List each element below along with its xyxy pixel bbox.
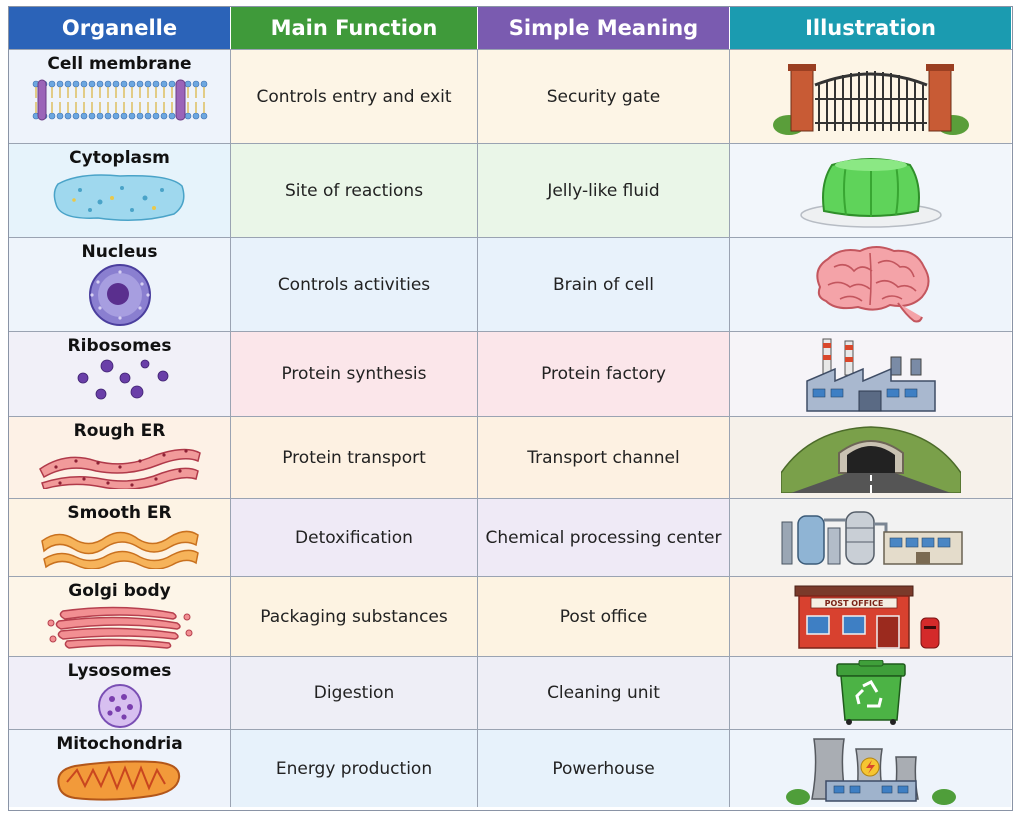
table-row: Cell membrane Controls entry and exit Se… [9,49,1012,143]
organelle-name: Lysosomes [67,661,172,681]
post-office-sign: POST OFFICE [824,599,883,608]
illustration-cell [730,238,1011,331]
golgi-icon [47,606,192,649]
power-plant-illustration [785,737,956,805]
function-cell: Protein transport [231,417,478,498]
meaning-cell: Protein factory [478,332,730,416]
organelle-name: Ribosomes [67,336,172,356]
header-illustration: Illustration [730,7,1011,49]
jelly-illustration [799,157,942,228]
illustration-cell [730,657,1011,729]
gate-illustration [772,63,969,135]
nucleus-icon [88,264,151,326]
meaning-cell: Chemical processing center [478,499,730,576]
organelle-cell: Golgi body [9,577,231,656]
lysosome-icon [97,684,142,728]
header-meaning: Simple Meaning [478,7,730,49]
organelle-cell: Mitochondria [9,730,231,807]
meaning-cell: Post office [478,577,730,656]
illustration-cell [730,50,1011,143]
organelle-cell: Lysosomes [9,657,231,729]
function-cell: Digestion [231,657,478,729]
recycle-bin-illustration [835,660,906,725]
post-office-illustration: POST OFFICE [794,585,939,649]
illustration-cell [730,417,1011,498]
table-row: Nucleus Controls activities Brain of cel… [9,237,1012,331]
table-row: Mitochondria Energy production Powerhous… [9,729,1012,807]
factory-illustration [805,338,936,412]
brain-illustration [815,245,929,322]
function-cell: Controls activities [231,238,478,331]
meaning-cell: Transport channel [478,417,730,498]
meaning-cell: Brain of cell [478,238,730,331]
illustration-cell: POST OFFICE [730,577,1011,656]
header-organelle: Organelle [9,7,231,49]
organelle-cell: Ribosomes [9,332,231,416]
organelle-table: Organelle Main Function Simple Meaning I… [8,6,1013,811]
function-cell: Protein synthesis [231,332,478,416]
header-row: Organelle Main Function Simple Meaning I… [9,7,1012,49]
table-row: Rough ER Protein transport Transport cha… [9,416,1012,498]
table-row: Ribosomes Protein synthesis Protein fact… [9,331,1012,416]
meaning-cell: Security gate [478,50,730,143]
function-cell: Controls entry and exit [231,50,478,143]
table-row: Smooth ER Detoxification Chemical proces… [9,498,1012,576]
organelle-name: Mitochondria [56,734,183,754]
smooth-er-icon [40,530,199,569]
meaning-cell: Jelly-like fluid [478,144,730,237]
header-function: Main Function [231,7,478,49]
chemical-plant-illustration [781,510,963,565]
organelle-cell: Cytoplasm [9,144,231,237]
organelle-name: Smooth ER [67,503,172,523]
organelle-name: Nucleus [81,242,158,262]
organelle-cell: Rough ER [9,417,231,498]
cytoplasm-icon [53,174,184,221]
meaning-cell: Cleaning unit [478,657,730,729]
function-cell: Site of reactions [231,144,478,237]
meaning-cell: Powerhouse [478,730,730,807]
organelle-name: Cytoplasm [69,148,170,168]
illustration-cell [730,144,1011,237]
organelle-cell: Cell membrane [9,50,231,143]
function-cell: Energy production [231,730,478,807]
organelle-name: Rough ER [73,421,166,441]
function-cell: Detoxification [231,499,478,576]
illustration-cell [730,499,1011,576]
table-row: Golgi body Packaging substances Post off… [9,576,1012,656]
organelle-name: Golgi body [68,581,171,601]
mitochondria-icon [56,760,180,801]
membrane-icon [32,79,207,121]
table-row: Cytoplasm Site of reactions Jelly-like f… [9,143,1012,237]
organelle-name: Cell membrane [47,54,192,74]
function-cell: Packaging substances [231,577,478,656]
organelle-cell: Smooth ER [9,499,231,576]
tunnel-illustration [780,425,961,493]
illustration-cell [730,332,1011,416]
organelle-cell: Nucleus [9,238,231,331]
illustration-cell [730,730,1011,807]
table-row: Lysosomes Digestion Cleaning unit [9,656,1012,729]
ribosomes-icon [77,359,168,400]
rough-er-icon [38,448,201,489]
